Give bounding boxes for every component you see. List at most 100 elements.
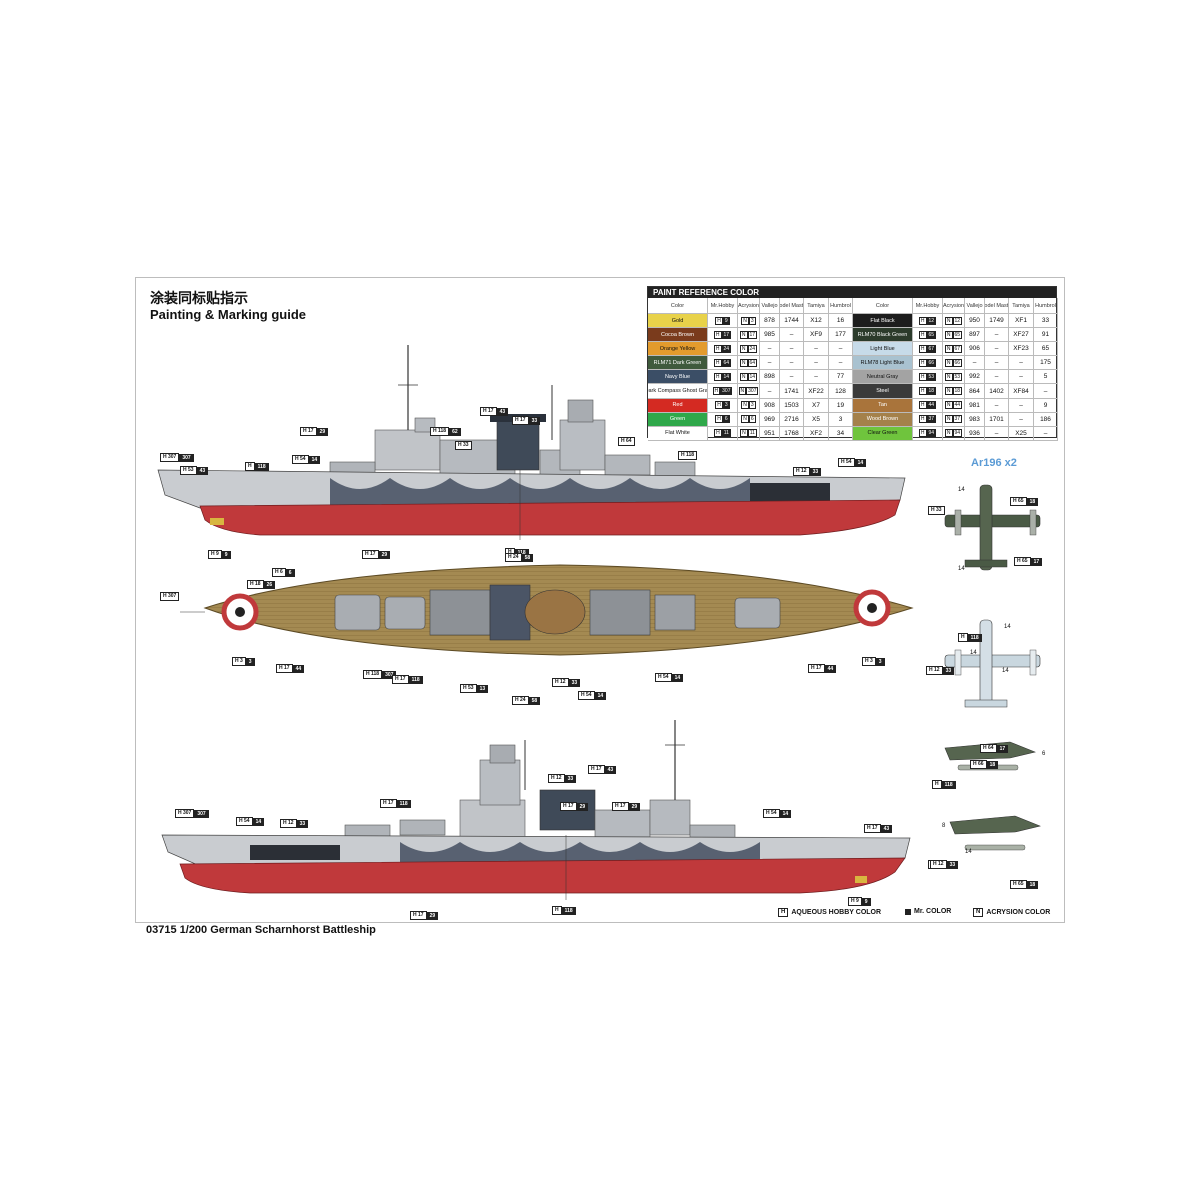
- callout-hobby-code: H: [245, 462, 255, 471]
- callout-hobby-code: H 3: [232, 657, 246, 666]
- model-master-code: –: [780, 328, 804, 342]
- callout-mr-color-code: 18: [986, 760, 999, 769]
- aircraft-marking-number: 14: [1002, 668, 1009, 674]
- humbrol-code: 19: [829, 398, 853, 412]
- callout-mr-color-code: 44: [292, 664, 305, 673]
- model-master-code: 1402: [985, 384, 1009, 398]
- paint-column-header: Vallejo: [965, 298, 985, 313]
- callout-mr-color-code: 33: [564, 774, 577, 783]
- paint-column-header: Vallejo: [760, 298, 780, 313]
- callout-hobby-code: H 24: [512, 696, 529, 705]
- vallejo-code: 969: [760, 412, 780, 426]
- legend-mr-color: Mr. COLOR: [905, 908, 951, 915]
- callout-hobby-code: H: [552, 906, 562, 915]
- callout-mr-color-code: 29: [316, 427, 329, 436]
- paint-color-swatch: Cocoa Brown: [648, 328, 708, 342]
- tamiya-code: X5: [804, 412, 829, 426]
- callout-hobby-code: H 65: [1014, 557, 1031, 566]
- callout-hobby-code: H 307: [175, 809, 195, 818]
- callout-mr-color-code: 44: [824, 664, 837, 673]
- callout-mr-color-code: 58: [528, 696, 541, 705]
- humbrol-code: 33: [1034, 314, 1058, 328]
- callout-mr-color-code: 33: [528, 416, 541, 425]
- paint-callout: H 33: [928, 506, 945, 515]
- aircraft-marking-number: 8: [942, 823, 946, 829]
- callout-mr-color-code: 14: [671, 673, 684, 682]
- aircraft-marking-number: 14: [970, 650, 977, 656]
- vallejo-code: 898: [760, 370, 780, 384]
- humbrol-code: 177: [829, 328, 853, 342]
- paint-color-swatch: Flat Black: [853, 314, 913, 328]
- callout-mr-color-code: 118: [254, 462, 269, 471]
- callout-mr-color-code: 33: [809, 467, 822, 476]
- mr-color-square-icon: [905, 908, 911, 915]
- callout-hobby-code: H 54: [838, 458, 855, 467]
- callout-mr-color-code: 18: [1026, 880, 1039, 889]
- callout-mr-color-code: 307: [179, 453, 194, 462]
- paint-color-swatch: Navy Blue: [648, 370, 708, 384]
- callout-hobby-code: H: [958, 633, 968, 642]
- humbrol-code: 16: [829, 314, 853, 328]
- plan-view-deck: [180, 564, 914, 656]
- legend-aqueous: H AQUEOUS HOBBY COLOR: [778, 908, 881, 917]
- aircraft-marking-number: 14: [958, 487, 965, 493]
- model-master-code: 1768: [780, 426, 804, 440]
- model-master-code: 1503: [780, 398, 804, 412]
- callout-mr-color-code: 9: [221, 550, 231, 559]
- callout-mr-color-code: 17: [1030, 557, 1043, 566]
- tamiya-code: XF22: [804, 384, 829, 398]
- aircraft-marking-number: 14: [1004, 624, 1011, 630]
- legend-acrysion: N ACRYSION COLOR: [973, 908, 1050, 917]
- tamiya-code: –: [1009, 412, 1034, 426]
- callout-mr-color-code: 62: [449, 427, 461, 436]
- vallejo-code: 985: [760, 328, 780, 342]
- callout-hobby-code: H 12: [548, 774, 565, 783]
- paint-column-header: Humbrol: [1034, 298, 1058, 313]
- callout-mr-color-code: 43: [196, 466, 209, 475]
- tamiya-code: XF1: [1009, 314, 1034, 328]
- callout-hobby-code: H 17: [410, 911, 427, 920]
- model-master-code: –: [780, 342, 804, 356]
- title-english: Painting & Marking guide: [150, 307, 307, 322]
- tamiya-code: XF2: [804, 426, 829, 440]
- callout-mr-color-code: 14: [252, 817, 265, 826]
- paint-color-swatch: Red: [648, 398, 708, 412]
- legend-acrysion-text: ACRYSION COLOR: [986, 909, 1051, 916]
- callout-mr-color-code: 29: [576, 802, 589, 811]
- vallejo-code: –: [760, 384, 780, 398]
- callout-hobby-code: H 54: [763, 809, 780, 818]
- tamiya-code: XF9: [804, 328, 829, 342]
- callout-mr-color-code: 307: [194, 809, 209, 818]
- callout-hobby-code: H 118: [678, 451, 698, 460]
